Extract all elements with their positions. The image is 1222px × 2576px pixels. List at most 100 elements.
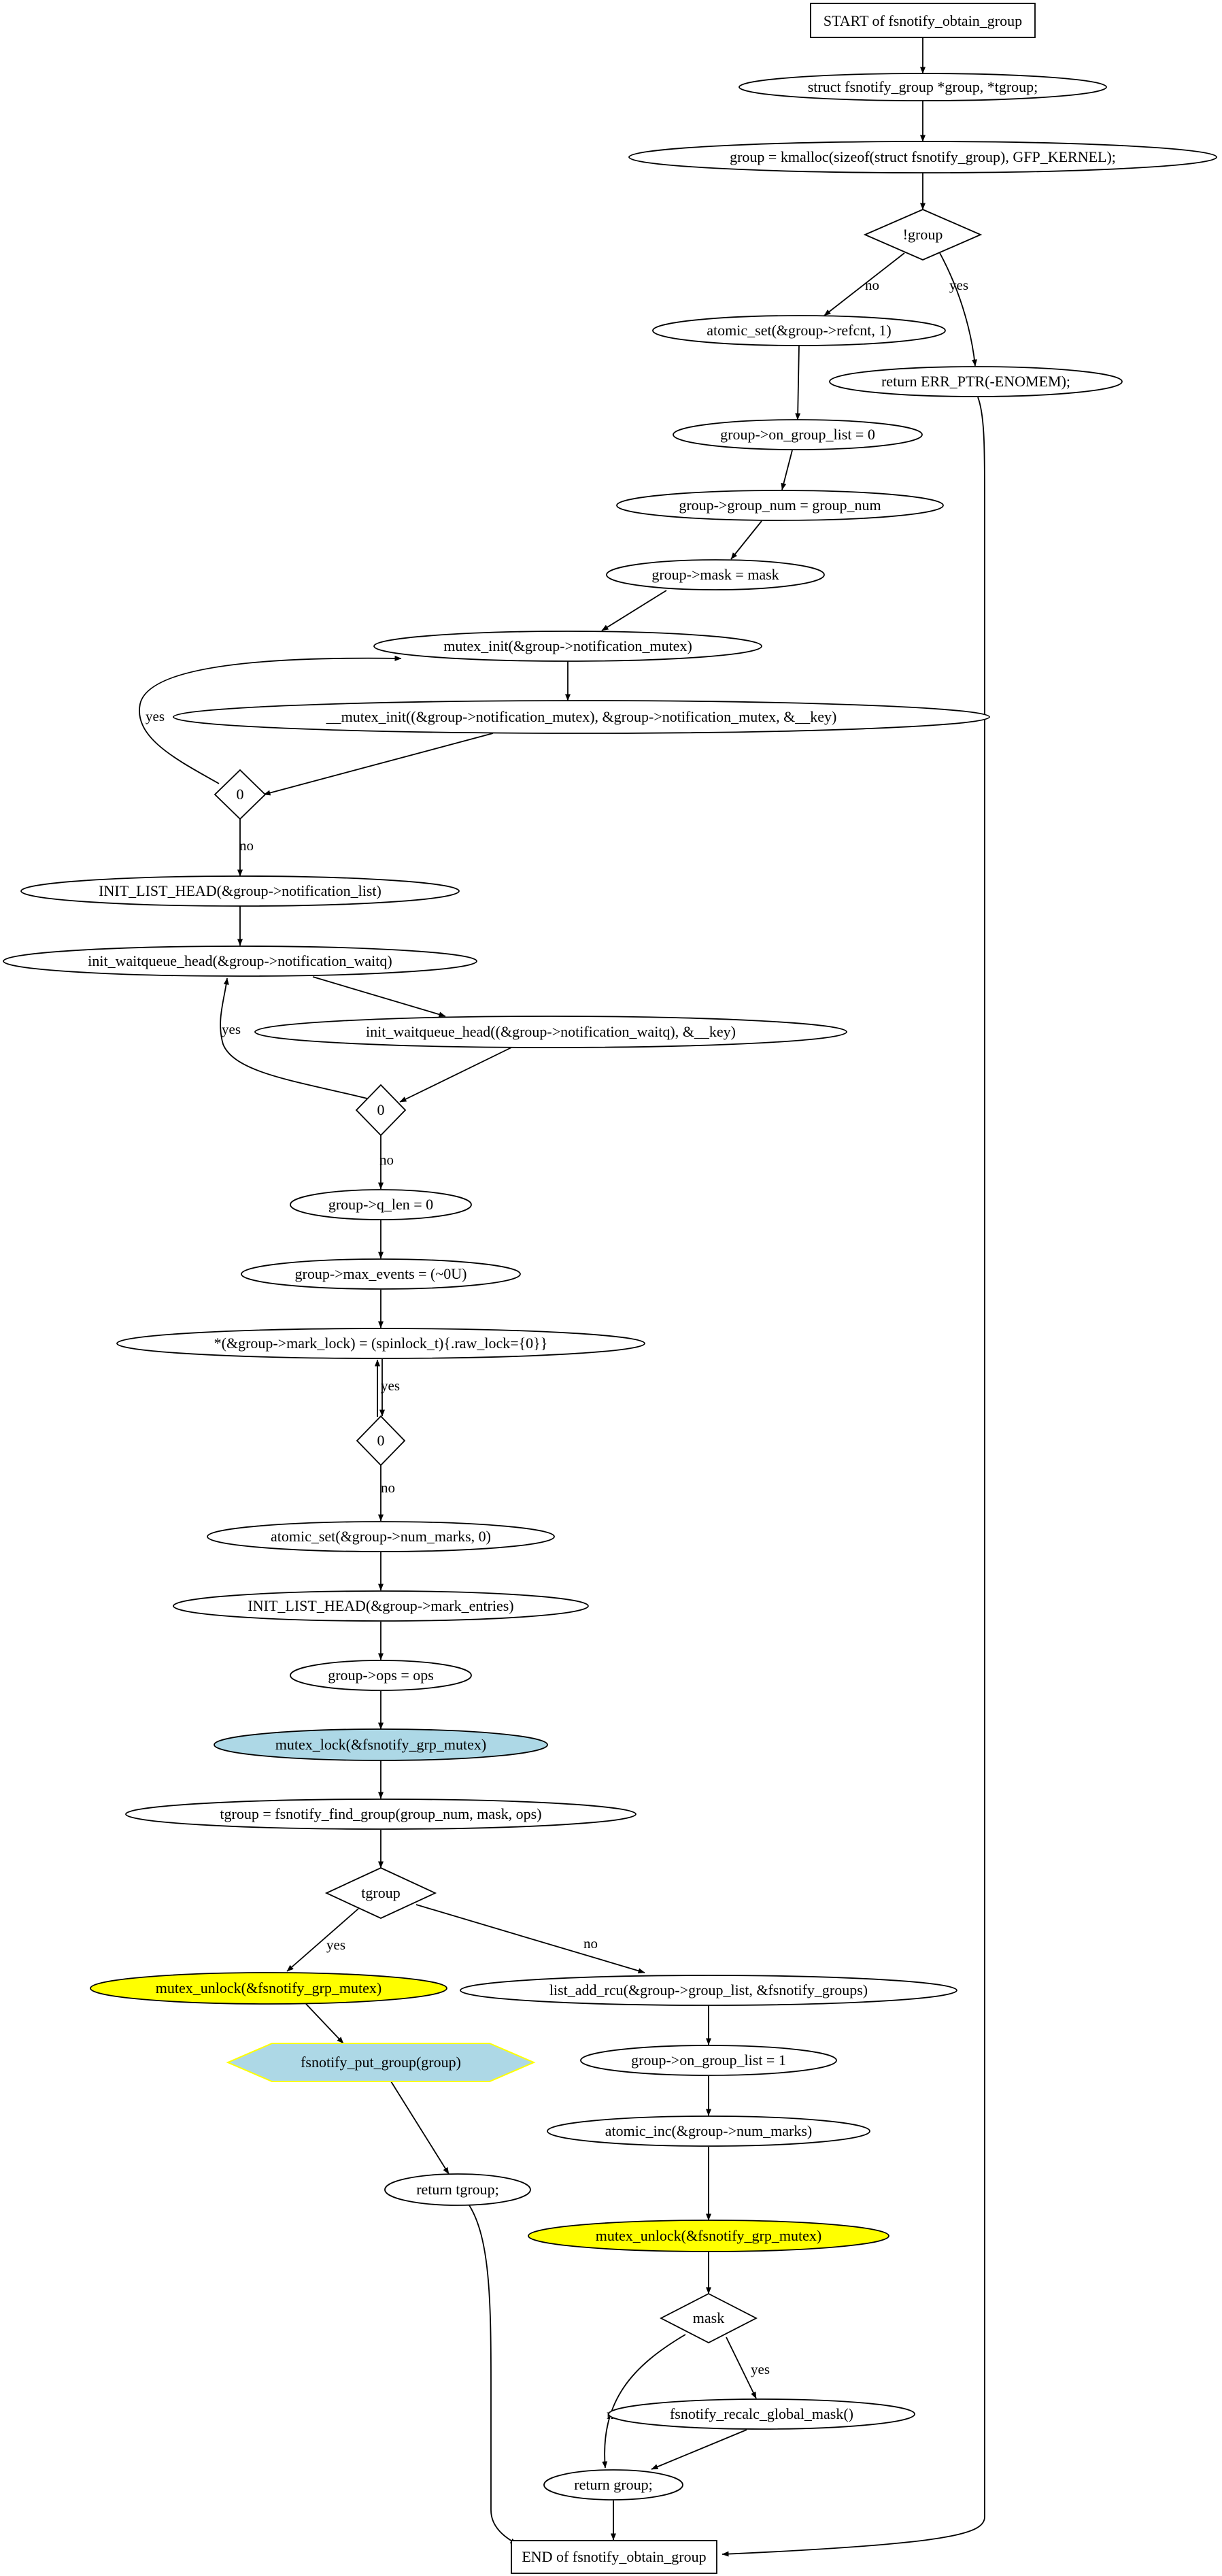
svg-text:mask: mask bbox=[693, 2309, 724, 2326]
svg-text:return tgroup;: return tgroup; bbox=[416, 2181, 499, 2198]
mutex-init-inner-node: __mutex_init((&group->notification_mutex… bbox=[173, 700, 990, 734]
edge-recalcmask-returngroup bbox=[651, 2429, 747, 2470]
init-waitqueue-head-node: init_waitqueue_head(&group->notification… bbox=[3, 946, 477, 977]
svg-text:return group;: return group; bbox=[574, 2476, 652, 2493]
edge-label-yes: yes bbox=[222, 1021, 241, 1037]
svg-text:mutex_unlock(&fsnotify_grp_mut: mutex_unlock(&fsnotify_grp_mutex) bbox=[596, 2227, 821, 2244]
atomic-inc-node: atomic_inc(&group->num_marks) bbox=[547, 2115, 870, 2147]
atomic-set-num-marks-node: atomic_set(&group->num_marks, 0) bbox=[207, 1521, 555, 1552]
atomic-set-refcnt-node: atomic_set(&group->refcnt, 1) bbox=[652, 315, 946, 346]
edge-condmask-yes bbox=[726, 2337, 757, 2399]
svg-text:atomic_set(&group->num_marks,: atomic_set(&group->num_marks, 0) bbox=[271, 1528, 491, 1545]
svg-text:struct fsnotify_group *group,: struct fsnotify_group *group, *tgroup; bbox=[808, 78, 1038, 95]
end-node: END of fsnotify_obtain_group bbox=[511, 2540, 717, 2574]
edge-waitqinner-cond0b bbox=[399, 1047, 512, 1103]
group-num-node: group->group_num = group_num bbox=[616, 490, 944, 521]
on-group-list-one-node: group->on_group_list = 1 bbox=[580, 2045, 837, 2076]
svg-text:*(&group->mark_lock) = (spinlo: *(&group->mark_lock) = (spinlock_t){.raw… bbox=[214, 1335, 548, 1352]
recalc-global-mask-node: fsnotify_recalc_global_mask() bbox=[608, 2398, 915, 2430]
edge-unlockyes-putgroup bbox=[305, 2003, 344, 2044]
svg-text:0: 0 bbox=[237, 786, 244, 803]
edge-groupnum-mask bbox=[730, 520, 762, 560]
svg-text:tgroup: tgroup bbox=[361, 1884, 400, 1901]
svg-text:0: 0 bbox=[377, 1101, 385, 1118]
edge-condtgroup-yes bbox=[286, 1908, 359, 1972]
init-list-head-notification-node: INIT_LIST_HEAD(&group->notification_list… bbox=[20, 875, 460, 907]
edge-label-no: no bbox=[865, 277, 879, 293]
svg-text:tgroup = fsnotify_find_group(g: tgroup = fsnotify_find_group(group_num, … bbox=[220, 1805, 541, 1822]
find-group-node: tgroup = fsnotify_find_group(group_num, … bbox=[125, 1799, 637, 1830]
svg-text:mutex_lock(&fsnotify_grp_mutex: mutex_lock(&fsnotify_grp_mutex) bbox=[275, 1736, 486, 1753]
svg-text:fsnotify_put_group(group): fsnotify_put_group(group) bbox=[301, 2054, 461, 2071]
edge-label-yes: yes bbox=[381, 1377, 400, 1394]
svg-text:group->max_events = (~0U): group->max_events = (~0U) bbox=[295, 1265, 467, 1282]
svg-text:INIT_LIST_HEAD(&group->notific: INIT_LIST_HEAD(&group->notification_list… bbox=[99, 882, 381, 899]
on-group-list-zero-node: group->on_group_list = 0 bbox=[673, 419, 923, 450]
svg-text:END of fsnotify_obtain_group: END of fsnotify_obtain_group bbox=[522, 2548, 706, 2565]
condition-zero-b-node: 0 bbox=[355, 1084, 407, 1137]
edge-label-yes: yes bbox=[146, 708, 165, 724]
return-group-node: return group; bbox=[543, 2469, 683, 2500]
mark-lock-node: *(&group->mark_lock) = (spinlock_t){.raw… bbox=[116, 1328, 645, 1359]
svg-text:__mutex_init((&group->notifica: __mutex_init((&group->notification_mutex… bbox=[326, 708, 837, 725]
svg-text:atomic_inc(&group->num_marks): atomic_inc(&group->num_marks) bbox=[605, 2122, 812, 2139]
svg-text:group->ops = ops: group->ops = ops bbox=[328, 1667, 434, 1684]
svg-text:group->on_group_list = 0: group->on_group_list = 0 bbox=[720, 426, 875, 443]
condition-zero-c-node: 0 bbox=[356, 1415, 406, 1467]
edge-cond0b-yes bbox=[220, 977, 368, 1099]
svg-text:START of fsnotify_obtain_group: START of fsnotify_obtain_group bbox=[824, 12, 1022, 29]
max-events-node: group->max_events = (~0U) bbox=[241, 1258, 521, 1290]
edge-label-no: no bbox=[381, 1479, 395, 1496]
mask-assign-node: group->mask = mask bbox=[606, 559, 825, 590]
svg-text:group->group_num = group_num: group->group_num = group_num bbox=[679, 497, 881, 514]
edges bbox=[139, 37, 985, 2557]
svg-text:list_add_rcu(&group->group_lis: list_add_rcu(&group->group_list, &fsnoti… bbox=[549, 1981, 868, 1998]
edge-cond-group-yes bbox=[939, 252, 977, 367]
svg-text:!group: !group bbox=[903, 226, 943, 243]
edge-labels: no yes yes no yes no yes no yes no yes n… bbox=[146, 277, 968, 2422]
svg-text:init_waitqueue_head((&group->n: init_waitqueue_head((&group->notificatio… bbox=[366, 1023, 736, 1040]
edge-refcnt-ongrouplist bbox=[795, 345, 801, 420]
edge-label-yes: yes bbox=[751, 2361, 770, 2377]
condition-zero-a-node: 0 bbox=[214, 769, 267, 820]
svg-text:mutex_init(&group->notificatio: mutex_init(&group->notification_mutex) bbox=[443, 637, 692, 654]
svg-text:group->mask = mask: group->mask = mask bbox=[651, 566, 779, 583]
svg-text:group = kmalloc(sizeof(struct: group = kmalloc(sizeof(struct fsnotify_g… bbox=[730, 148, 1116, 165]
edge-enomem-end bbox=[722, 397, 985, 2557]
mutex-unlock-no-node: mutex_unlock(&fsnotify_grp_mutex) bbox=[528, 2220, 889, 2252]
svg-text:0: 0 bbox=[377, 1432, 385, 1449]
edge-label-yes: yes bbox=[949, 277, 968, 293]
condition-tgroup-node: tgroup bbox=[324, 1867, 437, 1919]
nodes: START of fsnotify_obtain_group struct fs… bbox=[3, 3, 1217, 2574]
edge-label-no: no bbox=[239, 837, 254, 854]
svg-text:INIT_LIST_HEAD(&group->mark_en: INIT_LIST_HEAD(&group->mark_entries) bbox=[248, 1597, 513, 1614]
svg-text:return ERR_PTR(-ENOMEM);: return ERR_PTR(-ENOMEM); bbox=[881, 373, 1070, 390]
q-len-node: group->q_len = 0 bbox=[290, 1189, 472, 1220]
svg-text:group->on_group_list = 1: group->on_group_list = 1 bbox=[631, 2052, 786, 2069]
return-enomem-node: return ERR_PTR(-ENOMEM); bbox=[829, 366, 1123, 397]
ops-assign-node: group->ops = ops bbox=[290, 1660, 472, 1691]
kmalloc-node: group = kmalloc(sizeof(struct fsnotify_g… bbox=[628, 141, 1217, 173]
edge-label-no: no bbox=[583, 1935, 598, 1952]
edge-waitq-inner bbox=[312, 976, 446, 1018]
list-add-rcu-node: list_add_rcu(&group->group_list, &fsnoti… bbox=[460, 1975, 957, 2006]
svg-text:init_waitqueue_head(&group->no: init_waitqueue_head(&group->notification… bbox=[88, 952, 392, 969]
edge-condtgroup-no bbox=[415, 1904, 645, 1974]
condition-group-node: !group bbox=[863, 209, 983, 261]
init-waitqueue-head-inner-node: init_waitqueue_head((&group->notificatio… bbox=[254, 1016, 847, 1048]
edge-cond0a-yes bbox=[139, 655, 402, 784]
edge-ongrouplist-groupnum bbox=[781, 450, 793, 490]
declaration-node: struct fsnotify_group *group, *tgroup; bbox=[739, 73, 1107, 101]
svg-text:group->q_len = 0: group->q_len = 0 bbox=[328, 1196, 433, 1213]
init-list-head-mark-entries-node: INIT_LIST_HEAD(&group->mark_entries) bbox=[173, 1590, 589, 1622]
edge-cond-group-no bbox=[824, 252, 905, 316]
put-group-node: fsnotify_put_group(group) bbox=[226, 2043, 536, 2082]
condition-mask-node: mask bbox=[660, 2292, 758, 2344]
return-tgroup-node: return tgroup; bbox=[384, 2173, 531, 2206]
svg-text:fsnotify_recalc_global_mask(): fsnotify_recalc_global_mask() bbox=[670, 2405, 853, 2422]
mutex-unlock-yes-node: mutex_unlock(&fsnotify_grp_mutex) bbox=[90, 1972, 447, 2005]
svg-text:atomic_set(&group->refcnt, 1): atomic_set(&group->refcnt, 1) bbox=[707, 322, 891, 339]
mutex-lock-node: mutex_lock(&fsnotify_grp_mutex) bbox=[214, 1728, 548, 1761]
edge-label-yes: yes bbox=[326, 1937, 345, 1953]
